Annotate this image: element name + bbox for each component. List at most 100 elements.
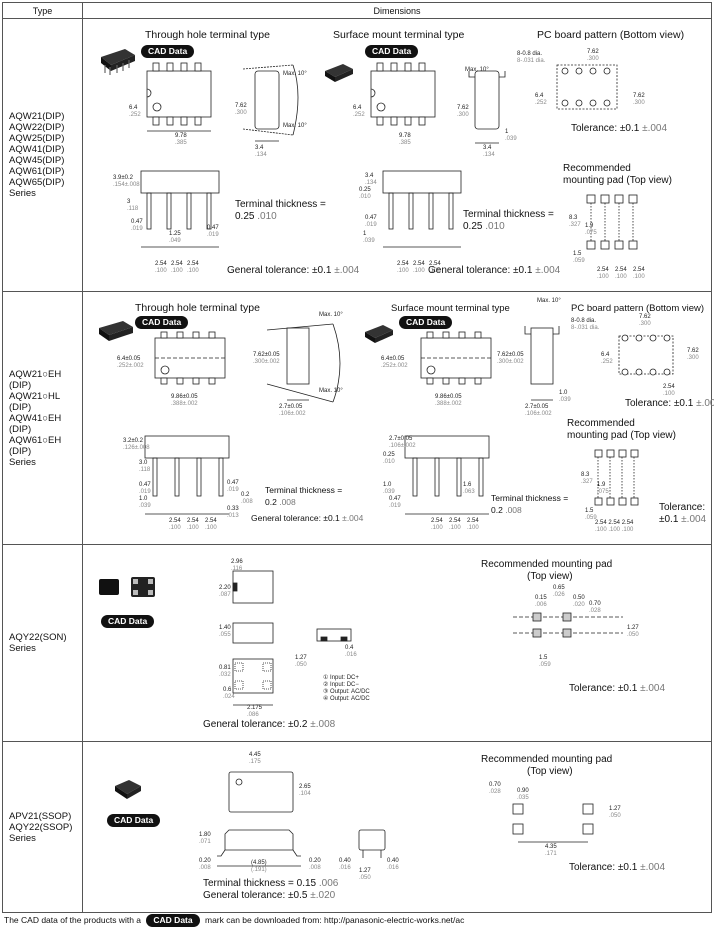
max-angle: Max. 10° — [537, 298, 561, 304]
type-line: AQW65(DIP) — [9, 177, 65, 188]
dim-label: 2.54 — [171, 261, 183, 267]
tolerance-label: Tolerance: ±0.1 — [569, 862, 638, 873]
dim-label-inch: .300 — [633, 99, 645, 106]
dim-label-inch: .010 — [359, 193, 371, 200]
tolerance-label: Tolerance: ±0.1 — [571, 123, 640, 134]
pcb-pattern-bottom-view — [618, 334, 674, 376]
surface-mount-side-view — [468, 70, 506, 144]
son-package-photo-icon — [99, 577, 155, 597]
type-line: AQY22(SON) — [9, 632, 67, 643]
dim-label: 1 — [363, 231, 367, 237]
dim-label: 6.4 — [601, 352, 610, 358]
dim-label: 2.54 — [449, 518, 461, 524]
dim-label: 0.90 — [517, 788, 529, 794]
dim-label-inch: .008 — [309, 864, 321, 871]
dim-label-inch: .100 — [205, 524, 217, 531]
dim-label: 8.3 — [581, 472, 590, 478]
cad-data-badge[interactable]: CAD Data — [101, 615, 155, 628]
cad-data-badge[interactable]: CAD Data — [146, 914, 200, 927]
dim-label: 6.4 — [353, 105, 362, 111]
son-recommended-pad — [513, 612, 623, 638]
dim-label: 2.54 — [615, 267, 627, 273]
dim-label-inch: .008 — [199, 864, 211, 871]
dim-label-inch: .106±.002 — [279, 410, 306, 417]
dim-label-inch: .134 — [365, 179, 377, 186]
type-line: AQW21○HL — [9, 390, 61, 402]
dim-label-inch: .019 — [365, 221, 377, 228]
ssop-recommended-pad — [512, 803, 594, 843]
dim-label-inch: .100 — [413, 267, 425, 274]
terminal-thickness-value: 0.25 — [463, 221, 483, 232]
pin-legend-item: ③ Output: AC/DC — [323, 689, 370, 695]
dim-label-inch: .154±.008 — [113, 181, 140, 188]
dim-label-inch: .032 — [219, 671, 231, 678]
cad-data-badge[interactable]: CAD Data — [365, 45, 419, 58]
cad-data-badge[interactable]: CAD Data — [399, 316, 453, 329]
dim-label-inch: .252 — [535, 99, 547, 106]
general-tolerance: General tolerance: ±0.2 — [203, 719, 308, 730]
dim-label-inch: .100 — [171, 267, 183, 274]
dim-label: 1.9 — [597, 482, 606, 488]
through-hole-side-view — [242, 64, 299, 142]
type-line: AQW21○EH — [9, 368, 62, 380]
terminal-thickness-label: Terminal thickness = 0.15 — [203, 878, 317, 889]
footer-note: The CAD data of the products with a CAD … — [4, 914, 464, 927]
dim-label: 1.80 — [199, 832, 211, 838]
cad-data-badge[interactable]: CAD Data — [107, 814, 161, 827]
dim-label-inch: .039 — [505, 135, 517, 142]
dim-label: 0.4 — [345, 645, 354, 651]
dim-label: 0.47 — [365, 215, 377, 221]
terminal-thickness-value: 0.2 — [491, 505, 503, 515]
type-line: AQW45(DIP) — [9, 155, 65, 166]
header-dimensions: Dimensions — [82, 2, 712, 19]
type-line: AQW61○EH — [9, 434, 62, 446]
dim-label: 0.47 — [389, 496, 401, 502]
dim-label: 1.5 — [573, 251, 582, 257]
ssop-front-view — [217, 829, 301, 867]
dim-label: 7.62±0.05 — [497, 352, 524, 358]
surface-mount-top-view — [370, 62, 436, 126]
dim-label: 6.4±0.05 — [381, 356, 405, 362]
recommended-pad-layout — [586, 194, 638, 250]
tolerance-inch: ±.004 — [640, 862, 666, 873]
type-line: APV21(SSOP) — [9, 810, 72, 822]
dim-label-inch: .010 — [383, 458, 395, 465]
dim-label: 0.33 — [227, 506, 239, 512]
cad-data-badge[interactable]: CAD Data — [141, 45, 195, 58]
dim-label: 1.0 — [559, 390, 568, 396]
general-tolerance-inch: ±.008 — [310, 719, 336, 730]
type-line: Series — [9, 456, 36, 468]
dim-label-inch: .100 — [431, 524, 443, 531]
dim-label: 8-0.8 dia. — [517, 51, 543, 57]
terminal-thickness-label: Terminal thickness = — [491, 493, 569, 503]
dim-label-inch: .100 — [429, 267, 441, 274]
surface-mount-top-view — [420, 331, 492, 385]
dim-label: 1.40 — [219, 625, 231, 631]
through-hole-top-view — [154, 331, 226, 385]
dim-label-inch: .016 — [339, 864, 351, 871]
dim-label: 2.7±0.05 — [279, 404, 303, 410]
general-tolerance-inch: ±.004 — [535, 265, 561, 276]
dim-label: 2.175 — [247, 705, 263, 711]
footer-post[interactable]: mark can be downloaded from: http://pana… — [204, 915, 465, 925]
dim-label-inch: .019 — [227, 486, 239, 493]
terminal-thickness-value: 0.2 — [265, 497, 277, 507]
dim-label: 7.62 — [633, 93, 645, 99]
pcb-pattern-bottom-view — [556, 64, 618, 110]
dim-cell-aqw-dip: Through hole terminal type Surface mount… — [82, 18, 712, 292]
dim-label-inch: .019 — [131, 225, 143, 232]
dim-label-inch: .385 — [175, 139, 187, 146]
dim-label: 2.54 — [467, 518, 479, 524]
type-line: AQY22(SSOP) — [9, 821, 73, 833]
dim-label: 0.40 — [387, 858, 399, 864]
general-tolerance-inch: ±.004 — [334, 265, 360, 276]
dim-label: 0.20 — [199, 858, 211, 864]
cad-data-badge[interactable]: CAD Data — [135, 316, 189, 329]
type-line: AQW41(DIP) — [9, 144, 65, 155]
dim-label: 6.4±0.05 — [117, 356, 141, 362]
dim-label: 3.0 — [139, 460, 148, 466]
pcb-pattern-title: PC board pattern (Bottom view) — [537, 29, 685, 41]
dim-label: 1.27 — [359, 868, 371, 874]
dim-label: 4.45 — [249, 752, 261, 758]
